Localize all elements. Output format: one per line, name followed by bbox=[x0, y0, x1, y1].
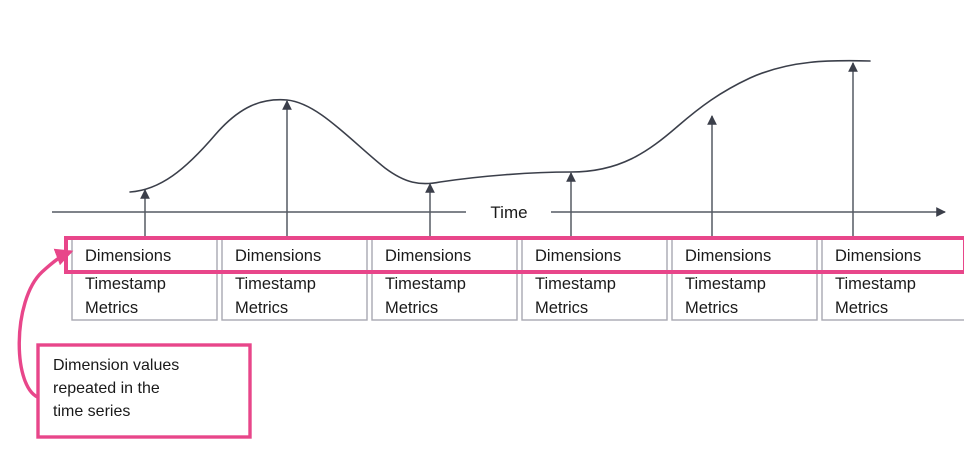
record-timestamp-label: Timestamp bbox=[835, 275, 916, 293]
record-dimensions-label: Dimensions bbox=[85, 247, 171, 265]
record-metrics-label: Metrics bbox=[835, 299, 888, 317]
record-box-5[interactable]: Dimensions Timestamp Metrics bbox=[671, 236, 818, 321]
record-metrics-label: Metrics bbox=[235, 299, 288, 317]
record-dimensions-label: Dimensions bbox=[535, 247, 621, 265]
record-metrics-label: Metrics bbox=[385, 299, 438, 317]
record-box-4[interactable]: Dimensions Timestamp Metrics bbox=[521, 236, 668, 321]
record-box-3[interactable]: Dimensions Timestamp Metrics bbox=[371, 236, 518, 321]
record-box-outline bbox=[521, 236, 668, 321]
record-timestamp-label: Timestamp bbox=[85, 275, 166, 293]
record-timestamp-label: Timestamp bbox=[385, 275, 466, 293]
metric-trend-curve bbox=[129, 59, 871, 193]
record-dimensions-label: Dimensions bbox=[235, 247, 321, 265]
callout-box: Dimension values repeated in the time se… bbox=[36, 343, 252, 439]
record-box-2[interactable]: Dimensions Timestamp Metrics bbox=[221, 236, 368, 321]
record-dimensions-label: Dimensions bbox=[835, 247, 921, 265]
record-metrics-label: Metrics bbox=[535, 299, 588, 317]
record-box-outline bbox=[821, 236, 964, 321]
record-timestamp-label: Timestamp bbox=[535, 275, 616, 293]
callout-line-2: repeated in the bbox=[53, 380, 160, 397]
record-box-1[interactable]: Dimensions Timestamp Metrics bbox=[71, 236, 218, 321]
record-box-outline bbox=[71, 236, 218, 321]
record-metrics-label: Metrics bbox=[685, 299, 738, 317]
record-box-6[interactable]: Dimensions Timestamp Metrics bbox=[821, 236, 964, 321]
callout-line-3: time series bbox=[53, 403, 130, 420]
record-dimensions-label: Dimensions bbox=[685, 247, 771, 265]
record-timestamp-label: Timestamp bbox=[685, 275, 766, 293]
record-dimensions-label: Dimensions bbox=[385, 247, 471, 265]
record-box-outline bbox=[671, 236, 818, 321]
record-box-outline bbox=[371, 236, 518, 321]
callout-box-outline bbox=[36, 343, 252, 439]
record-timestamp-label: Timestamp bbox=[235, 275, 316, 293]
time-axis-label: Time bbox=[490, 203, 527, 222]
record-metrics-label: Metrics bbox=[85, 299, 138, 317]
callout-connector-arrow bbox=[17, 248, 74, 400]
callout-line-1: Dimension values bbox=[53, 357, 179, 374]
record-box-outline bbox=[221, 236, 368, 321]
